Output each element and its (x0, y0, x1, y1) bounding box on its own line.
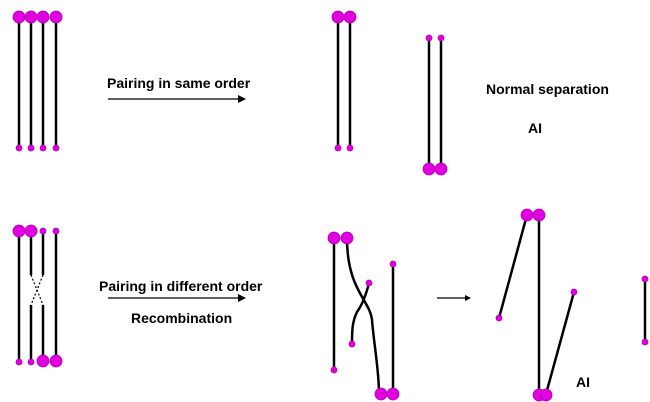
centromere-small (437, 34, 445, 42)
centromere-small (425, 34, 433, 42)
top-right-centromeres (422, 34, 448, 176)
top-arrow (108, 95, 246, 103)
centromere-small (641, 338, 649, 346)
centromere-large (24, 10, 38, 24)
bottom-right-centromeres (495, 208, 649, 402)
centromere-large (340, 231, 354, 245)
centromere-small (641, 275, 649, 283)
centromere-small (365, 279, 373, 287)
centromere-large (422, 162, 436, 176)
centromere-small (52, 227, 60, 235)
top-middle-chromosome-pair (336, 18, 352, 148)
centromere-large (434, 162, 448, 176)
centromere-small (495, 314, 503, 322)
centromere-large (539, 388, 553, 402)
centromere-small (346, 144, 354, 152)
top-middle-centromeres (331, 10, 357, 152)
centromere-large (520, 208, 534, 222)
centromere-small (27, 144, 35, 152)
centromere-large (12, 10, 26, 24)
centromere-large (343, 10, 357, 24)
label-recombination: Recombination (131, 310, 233, 326)
centromere-large (36, 10, 50, 24)
centromere-small (39, 144, 47, 152)
centromere-large (36, 354, 50, 368)
bottom-left-chromosome-group (17, 231, 58, 362)
bottom-right-chromosomes (497, 214, 647, 395)
label-ai-top: AI (528, 120, 542, 136)
centromere-small (330, 366, 338, 374)
centromere-small (39, 227, 47, 235)
label-pairing-same-order: Pairing in same order (107, 75, 251, 91)
centromere-small (15, 144, 23, 152)
bottom-arrow (108, 294, 246, 302)
label-pairing-different-order: Pairing in different order (99, 278, 263, 294)
top-left-centromeres (12, 10, 63, 152)
bottom-left-centromeres (12, 224, 63, 368)
centromere-small (52, 144, 60, 152)
label-normal-separation: Normal separation (486, 81, 609, 97)
centromere-small (27, 358, 35, 366)
crossed-chromosome (350, 282, 371, 345)
centromere-large (374, 387, 388, 401)
centromere-large (49, 10, 63, 24)
centromere-large (24, 224, 38, 238)
top-left-chromosome-group (17, 18, 58, 148)
centromere-large (49, 354, 63, 368)
chromosome-line (544, 291, 576, 395)
centromere-large (386, 387, 400, 401)
bottom-middle-chromosomes (332, 237, 395, 395)
centromere-large (12, 224, 26, 238)
centromere-large (331, 10, 345, 24)
small-arrow (437, 295, 471, 301)
bridge-chromosome (345, 237, 381, 395)
centromere-large (327, 231, 341, 245)
bottom-middle-centromeres (327, 231, 400, 401)
top-right-chromosome-pair (427, 38, 443, 169)
centromere-small (348, 340, 356, 348)
crossover-x (30, 274, 44, 306)
centromere-large (532, 208, 546, 222)
centromere-small (389, 260, 397, 268)
centromere-small (570, 288, 578, 296)
chromosome-line (497, 214, 529, 319)
centromere-small (15, 358, 23, 366)
label-ai-bottom: AI (576, 374, 590, 390)
centromere-small (334, 144, 342, 152)
